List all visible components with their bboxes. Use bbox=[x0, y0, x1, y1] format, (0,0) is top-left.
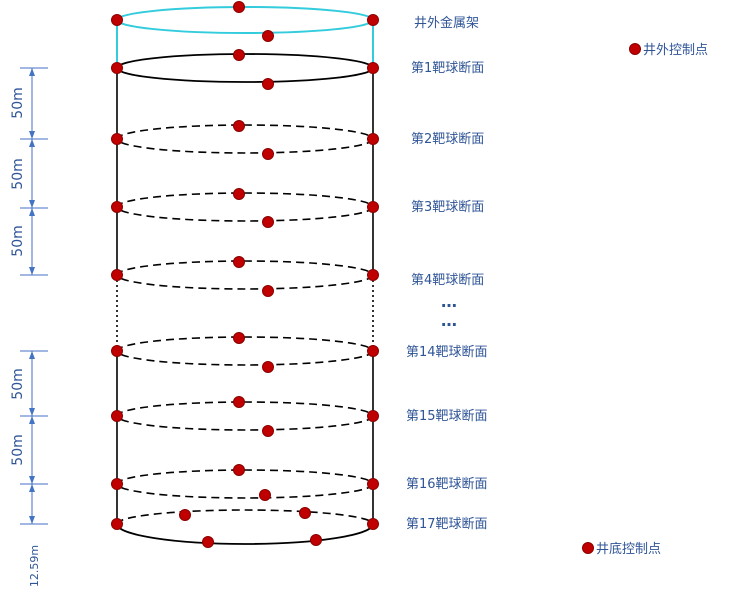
target-point bbox=[262, 148, 274, 160]
target-point bbox=[262, 425, 274, 437]
target-point bbox=[111, 62, 123, 74]
legend-bottom-point-icon bbox=[582, 542, 594, 554]
dim-upper-1: 50m bbox=[10, 87, 26, 118]
bottom-point bbox=[299, 507, 311, 519]
section-ellipses bbox=[116, 53, 374, 545]
target-point bbox=[233, 256, 245, 268]
label-section-15: 第15靶球断面 bbox=[406, 409, 488, 424]
target-point bbox=[233, 49, 245, 61]
legend: 井外控制点 井底控制点 bbox=[582, 43, 708, 557]
section-1-ellipse bbox=[116, 53, 374, 83]
dim-upper-3: 50m bbox=[10, 225, 26, 256]
label-section-16: 第16靶球断面 bbox=[406, 477, 488, 492]
dim-upper-2: 50m bbox=[10, 158, 26, 189]
section-3-ellipse bbox=[116, 192, 374, 222]
label-section-14: 第14靶球断面 bbox=[406, 345, 488, 360]
ellipsis-2: … bbox=[441, 311, 457, 330]
label-section-17: 第17靶球断面 bbox=[406, 517, 488, 532]
dim-lower-1: 50m bbox=[10, 368, 26, 399]
frame-point bbox=[111, 14, 123, 26]
section-labels: 井外金属架 第1靶球断面 第2靶球断面 第3靶球断面 第4靶球断面 … … 第1… bbox=[406, 15, 488, 532]
target-points bbox=[111, 1, 379, 548]
target-point bbox=[367, 345, 379, 357]
label-section-1: 第1靶球断面 bbox=[411, 61, 484, 76]
section-2-ellipse bbox=[116, 124, 374, 154]
target-point bbox=[367, 410, 379, 422]
target-point bbox=[367, 269, 379, 281]
target-point bbox=[367, 478, 379, 490]
target-point bbox=[233, 396, 245, 408]
target-point bbox=[262, 78, 274, 90]
dim-lower-2: 50m bbox=[10, 434, 26, 465]
section-17-back bbox=[116, 509, 374, 525]
bottom-point bbox=[310, 534, 322, 546]
bottom-point bbox=[179, 509, 191, 521]
dimension-upper bbox=[20, 67, 48, 276]
target-point bbox=[233, 332, 245, 344]
label-frame: 井外金属架 bbox=[414, 15, 479, 31]
target-point bbox=[259, 489, 271, 501]
target-point bbox=[111, 345, 123, 357]
target-point bbox=[262, 361, 274, 373]
target-point bbox=[111, 201, 123, 213]
target-point bbox=[111, 269, 123, 281]
bottom-point bbox=[202, 536, 214, 548]
dim-bottom: 12.59m bbox=[28, 545, 41, 587]
ellipsis-1: … bbox=[441, 292, 457, 311]
target-point bbox=[111, 478, 123, 490]
section-17-front bbox=[116, 523, 374, 545]
legend-outside-label: 井外控制点 bbox=[643, 43, 708, 58]
frame-point bbox=[233, 1, 245, 13]
target-point bbox=[262, 216, 274, 228]
shaft-walls bbox=[116, 68, 374, 524]
target-point bbox=[262, 285, 274, 297]
target-point bbox=[233, 464, 245, 476]
target-point bbox=[111, 133, 123, 145]
section-16-ellipse bbox=[116, 469, 374, 499]
section-14-ellipse bbox=[116, 336, 374, 366]
section-15-ellipse bbox=[116, 401, 374, 431]
target-point bbox=[233, 120, 245, 132]
target-point bbox=[233, 188, 245, 200]
legend-bottom-label: 井底控制点 bbox=[596, 541, 661, 557]
target-point bbox=[367, 201, 379, 213]
frame-point bbox=[262, 30, 274, 42]
label-section-3: 第3靶球断面 bbox=[411, 200, 484, 215]
frame-point bbox=[367, 14, 379, 26]
legend-outside-point-icon bbox=[629, 43, 641, 55]
label-section-2: 第2靶球断面 bbox=[411, 132, 484, 147]
label-section-4: 第4靶球断面 bbox=[411, 273, 484, 288]
section-4-ellipse bbox=[116, 260, 374, 290]
dimension-lower bbox=[20, 350, 48, 525]
target-point bbox=[111, 410, 123, 422]
bottom-point bbox=[111, 518, 123, 530]
bottom-point bbox=[367, 518, 379, 530]
target-point bbox=[367, 133, 379, 145]
target-point bbox=[367, 62, 379, 74]
